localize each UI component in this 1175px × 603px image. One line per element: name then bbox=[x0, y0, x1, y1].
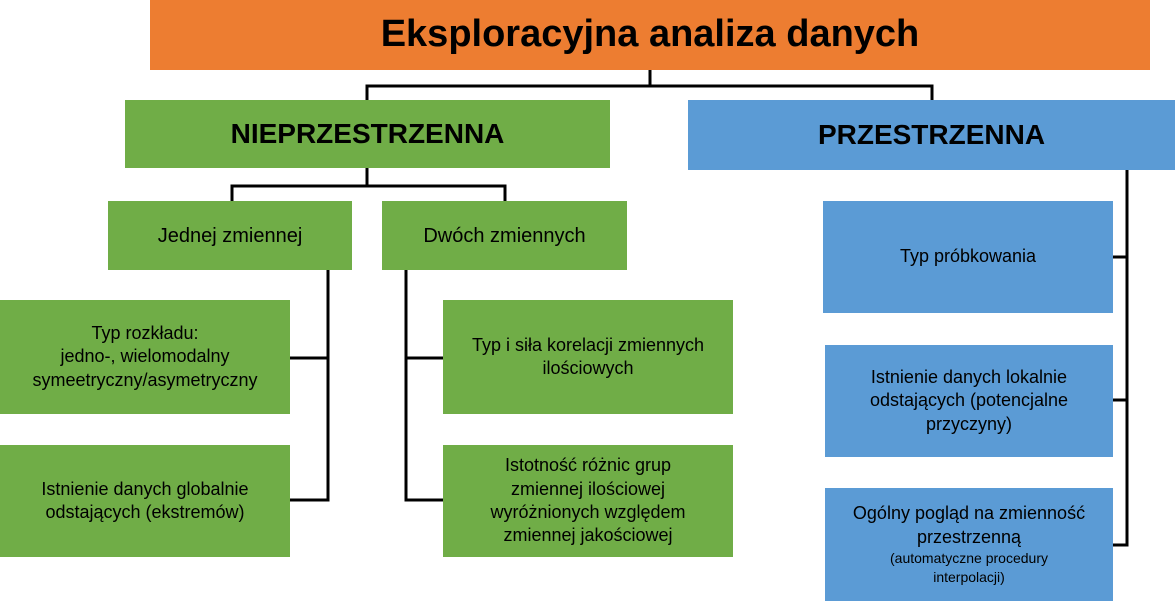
group-differences-box: Istotność różnic grup zmiennej ilościowe… bbox=[443, 445, 733, 557]
sampling-type-box: Typ próbkowania bbox=[823, 201, 1113, 313]
bivariate-node: Dwóch zmiennych bbox=[382, 201, 627, 270]
distribution-type-box: Typ rozkładu: jedno-, wielomodalny symee… bbox=[0, 300, 290, 414]
connector-nonspatial-to-subgroups bbox=[230, 168, 507, 201]
diagram-title: Eksploracyjna analiza danych bbox=[150, 0, 1150, 70]
non-spatial-header: NIEPRZESTRZENNA bbox=[125, 100, 610, 168]
correlation-box: Typ i siła korelacji zmiennych ilościowy… bbox=[443, 300, 733, 414]
connector-title-to-sections bbox=[365, 70, 934, 100]
spatial-variability-box: Ogólny pogląd na zmienność przestrzenną … bbox=[825, 488, 1113, 601]
local-outliers-box: Istnienie danych lokalnie odstających (p… bbox=[825, 345, 1113, 457]
connector-bivariate-leaves bbox=[404, 270, 443, 502]
interpolation-note: (automatyczne procedury interpolacji) bbox=[890, 550, 1048, 585]
connector-spatial-leaves bbox=[1113, 170, 1129, 547]
spatial-header: PRZESTRZENNA bbox=[688, 100, 1175, 170]
connector-univariate-leaves bbox=[290, 270, 330, 502]
univariate-node: Jednej zmiennej bbox=[108, 201, 352, 270]
global-outliers-box: Istnienie danych globalnie odstających (… bbox=[0, 445, 290, 557]
